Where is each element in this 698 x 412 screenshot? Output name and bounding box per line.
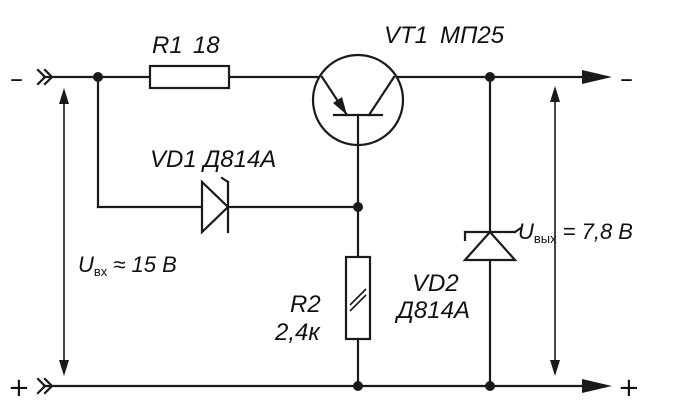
input-neg-chevron xyxy=(36,68,54,86)
vd1-branch-wire xyxy=(96,75,360,209)
junction-dot xyxy=(485,381,495,391)
vd1-zener xyxy=(200,176,230,235)
junction-dot xyxy=(485,72,495,82)
output-neg-arrow xyxy=(582,70,612,84)
output-voltage-arrow xyxy=(550,86,560,376)
r1-resistor xyxy=(148,64,231,90)
output-voltage-label: Uвых= 7,8 В xyxy=(518,219,633,246)
output-pos-arrow xyxy=(582,379,612,393)
input-voltage-arrow xyxy=(59,88,69,376)
output-pos-sign: + xyxy=(618,373,640,403)
r2-ref: R2 xyxy=(290,291,321,318)
junction-dot xyxy=(93,72,103,82)
junction-dot xyxy=(353,381,363,391)
vd2-value: Д814А xyxy=(394,297,470,324)
input-pos-sign: + xyxy=(8,373,30,403)
vt1-transistor xyxy=(311,53,405,147)
r2-value: 2,4к xyxy=(274,319,321,346)
vd2-zener xyxy=(462,226,523,262)
junction-dot xyxy=(353,202,363,212)
output-neg-sign: – xyxy=(620,64,633,94)
r2-trim-mark xyxy=(349,288,367,312)
vd1-label: VD1 Д814А xyxy=(150,146,276,173)
r2-resistor xyxy=(344,255,372,341)
input-neg-sign: – xyxy=(10,64,23,94)
input-voltage-label: Uвх≈ 15 В xyxy=(78,252,177,279)
vd2-ref: VD2 xyxy=(412,270,459,297)
